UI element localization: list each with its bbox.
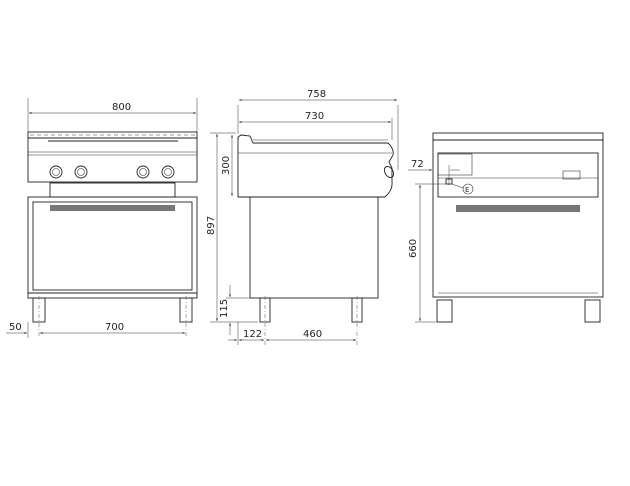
leg: [351, 297, 363, 323]
side-view: 758 730 300 897 115 122 460: [206, 89, 399, 345]
dim-connection-offset-label: 72: [411, 159, 424, 170]
vent-grille: [456, 205, 580, 212]
knob-icon: [136, 165, 150, 179]
cabinet: [249, 196, 379, 299]
dim-leg-offset-label: 122: [243, 329, 262, 340]
dim-leg-span-label: 460: [303, 329, 322, 340]
connection-marker: [462, 183, 474, 195]
leg: [179, 297, 193, 323]
oven-door: [27, 196, 198, 294]
dim-leg-height-label: 115: [219, 299, 230, 318]
dim-width-label: 800: [112, 102, 131, 113]
dim-depth-overall-label: 758: [307, 89, 326, 100]
cooktop-body: [237, 134, 394, 198]
knob-icon: [161, 165, 175, 179]
knob-icon: [383, 165, 395, 179]
dim-depth-top-label: 730: [305, 111, 324, 122]
leg: [259, 297, 271, 323]
leg: [436, 299, 453, 323]
knob-icon: [74, 165, 88, 179]
dim-top-height-label: 300: [221, 156, 232, 175]
vent-grille: [50, 205, 175, 211]
connection-label: E: [465, 186, 469, 194]
leg: [32, 297, 46, 323]
leg: [584, 299, 601, 323]
dim-height-label: 897: [206, 216, 217, 235]
dim-connection-height-label: 660: [408, 239, 419, 258]
front-view: 800 50 700: [6, 98, 198, 338]
control-knobs: [49, 165, 175, 179]
rear-view: E 72 660: [408, 132, 604, 323]
knob-icon: [49, 165, 63, 179]
dim-leg-inset-label: 50: [9, 322, 22, 333]
dim-leg-span-label: 700: [105, 322, 124, 333]
